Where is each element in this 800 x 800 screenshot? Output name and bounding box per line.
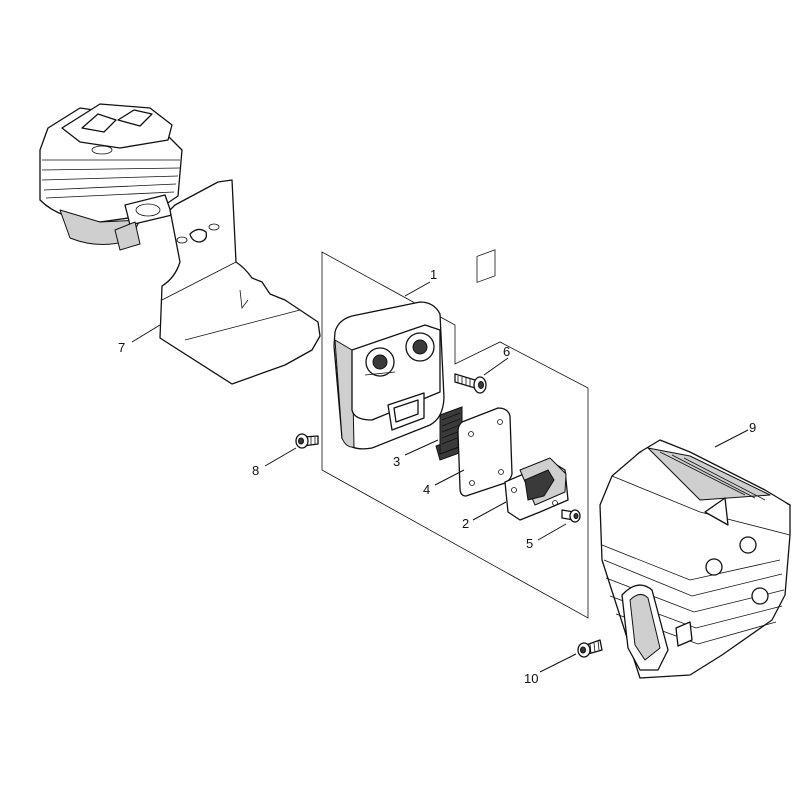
leader-lines: [131, 281, 749, 673]
cylinder-part: [39, 103, 183, 251]
callout-labels: 1 2 3 4 5 6 7 8 9 10: [118, 267, 756, 686]
callout-8: 8: [252, 463, 259, 478]
callout-2: 2: [462, 516, 469, 531]
bolt-6-part: [454, 373, 487, 394]
heat-shield-part: [159, 179, 321, 385]
screw-8-part: [295, 433, 319, 449]
screw-5-part: [561, 509, 581, 523]
callout-4: 4: [423, 482, 430, 497]
callout-1: 1: [430, 267, 437, 282]
muffler-part: [333, 301, 445, 450]
muffler-cover-part: [599, 439, 791, 679]
deflector-part: [504, 457, 569, 521]
callout-6: 6: [503, 344, 510, 359]
callout-9: 9: [749, 420, 756, 435]
callout-7: 7: [118, 340, 125, 355]
assembly-frame: [321, 251, 589, 619]
callout-5: 5: [526, 536, 533, 551]
callout-10: 10: [524, 671, 538, 686]
screw-10-part: [577, 639, 603, 658]
gasket-part: [457, 249, 513, 497]
callout-3: 3: [393, 454, 400, 469]
